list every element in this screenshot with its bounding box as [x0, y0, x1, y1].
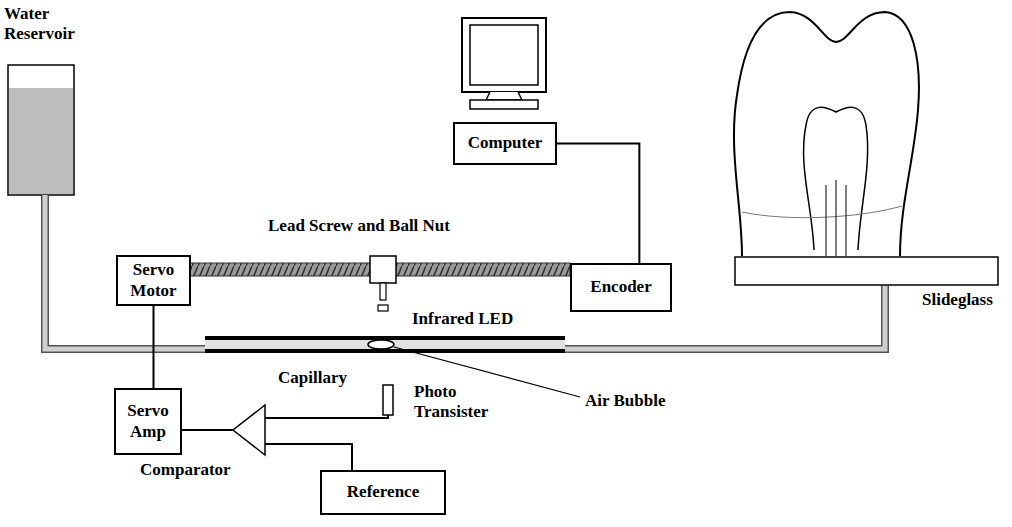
part-label: Photo Transister — [414, 382, 498, 423]
ball-nut — [370, 256, 396, 283]
comparator-symbol — [233, 405, 265, 455]
computer-box: Computer — [453, 122, 557, 165]
tooth-outline — [734, 12, 919, 256]
servo-amp-box: Servo Amp — [114, 388, 182, 455]
servo-motor-box: Servo Motor — [116, 255, 191, 306]
part-label: Comparator — [140, 460, 231, 480]
box-label: Computer — [468, 133, 543, 153]
reference-box: Reference — [320, 470, 446, 515]
signal-line — [557, 144, 639, 264]
box-label: Reference — [347, 482, 419, 502]
monitor-base — [470, 100, 538, 109]
part-label: Lead Screw and Ball Nut — [268, 216, 450, 236]
part-label: Slideglass — [922, 290, 993, 310]
root-canal — [846, 185, 847, 256]
reservoir-tank — [8, 65, 74, 195]
monitor-screen — [470, 25, 538, 85]
part-label: Water Reservoir — [4, 4, 84, 45]
root-canal — [826, 185, 827, 256]
monitor — [462, 18, 546, 92]
led-stem — [380, 283, 386, 300]
part-label: Air Bubble — [585, 391, 665, 411]
infrared-led — [378, 305, 388, 311]
encoder-box: Encoder — [570, 263, 672, 312]
box-label: Servo Motor — [122, 260, 185, 301]
slide-glass — [735, 257, 998, 285]
signal-wire — [181, 429, 233, 431]
signal-wire — [265, 415, 388, 418]
capillary-wall — [205, 349, 565, 353]
root-canal — [836, 180, 837, 256]
signal-line — [153, 306, 155, 388]
capillary-wall — [205, 336, 565, 340]
monitor-stand — [486, 92, 522, 100]
capillary-bore — [205, 339, 565, 350]
reservoir-water — [9, 88, 73, 194]
box-label: Servo Amp — [120, 401, 176, 442]
part-label: Infrared LED — [412, 309, 513, 329]
signal-wire — [265, 444, 352, 470]
tooth-cej — [742, 206, 902, 218]
air-bubble — [368, 340, 394, 349]
box-label: Encoder — [590, 277, 651, 297]
part-label: Capillary — [278, 368, 347, 388]
photo-transistor — [383, 385, 393, 415]
